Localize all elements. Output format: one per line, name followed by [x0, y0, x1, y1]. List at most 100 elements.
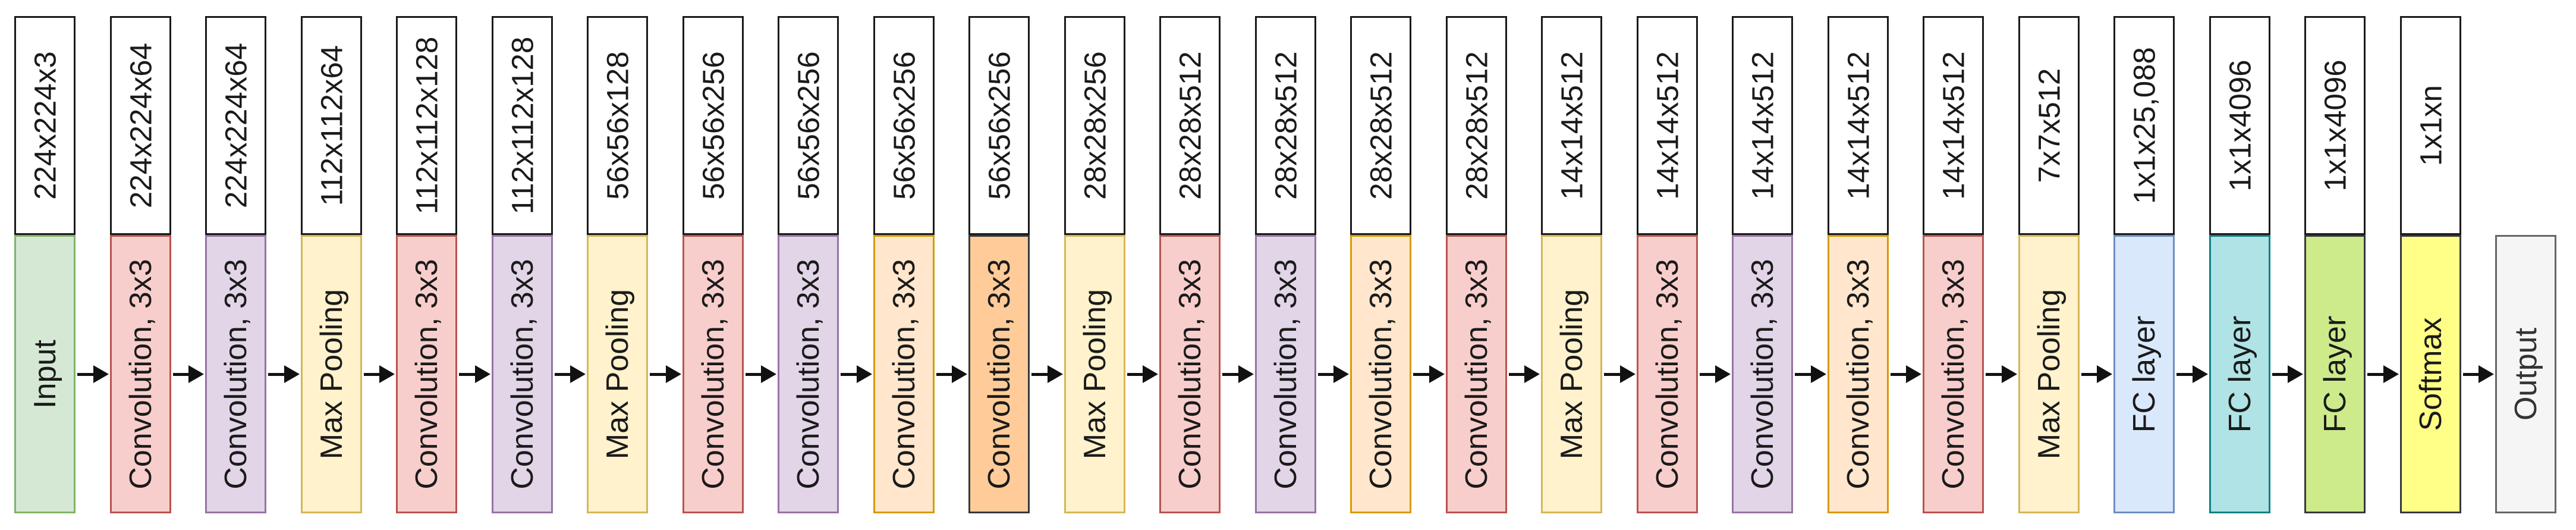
dimension-label: 224x224x64 [219, 43, 253, 208]
dimension-label: 14x14x512 [1745, 51, 1779, 200]
layer-label: Convolution, 3x3 [123, 259, 158, 490]
layer-box-convolution-3x3: Convolution, 3x3 [1732, 235, 1793, 513]
layer-box-max-pooling: Max Pooling [587, 235, 648, 513]
dimension-label: 7x7x512 [2032, 68, 2066, 183]
dimension-label: 14x14x512 [1650, 51, 1684, 200]
dimension-box: 14x14x512 [1923, 16, 1984, 235]
layer-box-max-pooling: Max Pooling [1541, 235, 1602, 513]
dimension-box: 1x1x25,088 [2113, 16, 2175, 235]
dimension-label: 28x28x512 [1269, 51, 1303, 200]
layer-label: Convolution, 3x3 [1745, 259, 1780, 490]
dimension-box: 28x28x512 [1446, 16, 1507, 235]
layer-label: Max Pooling [1077, 288, 1112, 460]
dimension-label: 1x1x4096 [2318, 59, 2352, 192]
layer-label: Convolution, 3x3 [1172, 259, 1207, 490]
dimension-label: 28x28x512 [1173, 51, 1207, 200]
layer-label: Max Pooling [1554, 288, 1589, 460]
layer-box-max-pooling: Max Pooling [301, 235, 362, 513]
layer-box-convolution-3x3: Convolution, 3x3 [968, 235, 1030, 513]
layer-label: FC layer [2317, 315, 2352, 433]
dimension-box: 224x224x64 [110, 16, 171, 235]
layer-label: Convolution, 3x3 [505, 259, 540, 490]
dimension-box: 112x112x128 [492, 16, 553, 235]
layer-box-convolution-3x3: Convolution, 3x3 [1350, 235, 1411, 513]
layer-label: Convolution, 3x3 [1459, 259, 1494, 490]
dimension-label: 14x14x512 [1936, 51, 1970, 200]
dimension-box: 56x56x128 [587, 16, 648, 235]
dimension-box: 14x14x512 [1828, 16, 1889, 235]
dimension-label: 56x56x128 [600, 51, 634, 200]
layer-box-max-pooling: Max Pooling [1064, 235, 1125, 513]
dimension-box: 28x28x512 [1350, 16, 1411, 235]
dimension-label: 1x1x4096 [2223, 59, 2257, 192]
layer-box-convolution-3x3: Convolution, 3x3 [873, 235, 935, 513]
dimension-label: 14x14x512 [1555, 51, 1589, 200]
layer-box-fc-layer: FC layer [2113, 235, 2175, 513]
dimension-label: 112x112x128 [410, 36, 444, 215]
dimension-label: 28x28x256 [1078, 51, 1112, 200]
layer-label: Convolution, 3x3 [886, 259, 921, 490]
dimension-box: 56x56x256 [968, 16, 1030, 235]
layer-label: Max Pooling [600, 288, 635, 460]
dimension-box: 1x1x4096 [2209, 16, 2270, 235]
layer-label: Convolution, 3x3 [1650, 259, 1685, 490]
dimension-box: 1x1xn [2400, 16, 2461, 235]
layer-label: Convolution, 3x3 [218, 259, 253, 490]
dimension-box: 7x7x512 [2018, 16, 2080, 235]
layer-label: Convolution, 3x3 [1841, 259, 1876, 490]
dimension-box: 56x56x256 [873, 16, 935, 235]
dimension-box: 28x28x512 [1255, 16, 1316, 235]
dimension-box: 112x112x128 [396, 16, 457, 235]
dimension-box: 14x14x512 [1637, 16, 1698, 235]
dimension-box: 56x56x256 [778, 16, 839, 235]
layer-box-convolution-3x3: Convolution, 3x3 [1446, 235, 1507, 513]
dimension-label: 28x28x512 [1364, 51, 1398, 200]
layer-box-convolution-3x3: Convolution, 3x3 [1255, 235, 1316, 513]
dimension-label: 14x14x512 [1841, 51, 1875, 200]
layer-label: Convolution, 3x3 [1268, 259, 1303, 490]
dimension-label: 1x1xn [2414, 84, 2448, 167]
dimension-label: 56x56x256 [791, 51, 825, 200]
dimension-label: 56x56x256 [982, 51, 1016, 200]
layer-label: Convolution, 3x3 [1936, 259, 1971, 490]
layer-box-convolution-3x3: Convolution, 3x3 [492, 235, 553, 513]
layer-box-max-pooling: Max Pooling [2018, 235, 2080, 513]
layer-box-softmax: Softmax [2400, 235, 2461, 513]
layer-box-convolution-3x3: Convolution, 3x3 [682, 235, 744, 513]
layer-box-convolution-3x3: Convolution, 3x3 [396, 235, 457, 513]
dimension-label: 224x224x64 [124, 43, 158, 208]
layer-label: Convolution, 3x3 [409, 259, 444, 490]
layer-box-convolution-3x3: Convolution, 3x3 [778, 235, 839, 513]
dimension-box: 28x28x512 [1159, 16, 1221, 235]
layer-label: Softmax [2413, 317, 2448, 431]
dimension-label: 224x224x3 [28, 51, 62, 200]
layer-box-convolution-3x3: Convolution, 3x3 [205, 235, 266, 513]
layer-label: Convolution, 3x3 [791, 259, 826, 490]
dimension-box: 14x14x512 [1541, 16, 1602, 235]
layer-label: FC layer [2222, 315, 2257, 433]
layer-label: Convolution, 3x3 [1363, 259, 1398, 490]
dimension-box: 14x14x512 [1732, 16, 1793, 235]
dimension-label: 112x112x128 [505, 36, 539, 215]
dimension-label: 1x1x25,088 [2127, 47, 2161, 204]
dimension-box: 56x56x256 [682, 16, 744, 235]
layer-box-convolution-3x3: Convolution, 3x3 [1159, 235, 1221, 513]
layer-box-convolution-3x3: Convolution, 3x3 [1637, 235, 1698, 513]
dimension-box: 28x28x256 [1064, 16, 1125, 235]
dimension-box: 224x224x64 [205, 16, 266, 235]
layer-box-convolution-3x3: Convolution, 3x3 [1828, 235, 1889, 513]
layer-label: Input [27, 340, 62, 409]
dimension-label: 112x112x64 [314, 45, 348, 206]
layer-box-convolution-3x3: Convolution, 3x3 [1923, 235, 1984, 513]
dimension-label: 56x56x256 [887, 51, 921, 200]
layer-label: Max Pooling [2031, 288, 2067, 460]
layer-box-fc-layer: FC layer [2304, 235, 2366, 513]
layer-label: Output [2508, 327, 2543, 421]
layer-box-convolution-3x3: Convolution, 3x3 [110, 235, 171, 513]
layer-label: Max Pooling [314, 288, 349, 460]
layer-box-fc-layer: FC layer [2209, 235, 2270, 513]
layer-box-output: Output [2495, 235, 2556, 513]
dimension-box: 224x224x3 [14, 16, 76, 235]
dimension-label: 28x28x512 [1460, 51, 1493, 200]
